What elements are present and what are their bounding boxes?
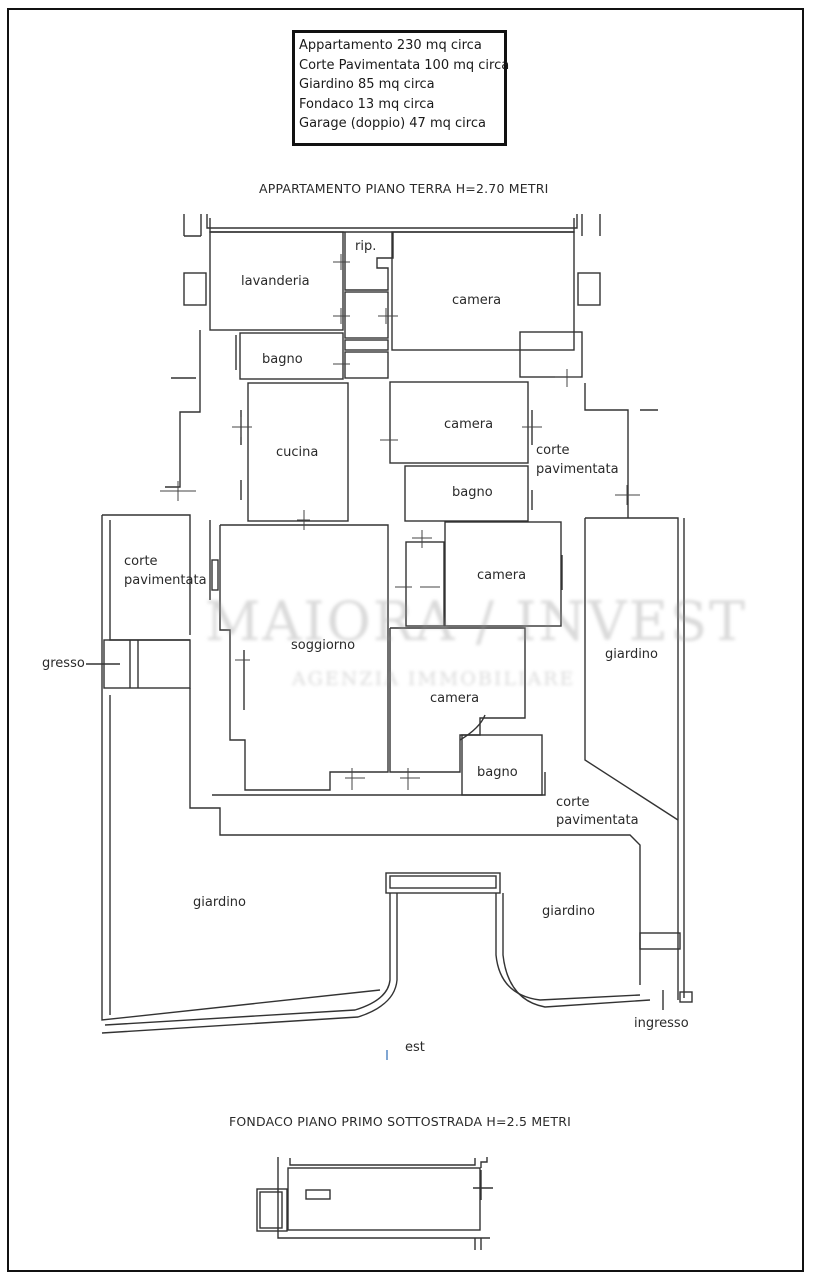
room-label-ripostiglio: rip. — [355, 239, 377, 254]
legend-item-giardino: Giardino 85 mq circa — [299, 77, 435, 92]
room-label-corte-left-2: pavimentata — [124, 573, 207, 588]
area-legend-box: Appartamento 230 mq circa Corte Paviment… — [292, 30, 510, 146]
label-orientation-est: est — [405, 1040, 425, 1055]
page-border — [7, 8, 804, 1272]
room-label-corte-bottom: corte — [556, 795, 590, 810]
room-label-cucina: cucina — [276, 445, 319, 460]
room-label-giardino-center: giardino — [542, 904, 596, 919]
room-label-corte-right-2: pavimentata — [536, 462, 619, 477]
room-label-giardino-right: giardino — [605, 647, 659, 662]
label-ingresso-left: gresso — [42, 656, 85, 671]
room-label-corte-left: corte — [124, 554, 158, 569]
room-label-camera-1: camera — [452, 293, 502, 308]
room-label-camera-3: camera — [477, 568, 527, 583]
room-label-bagno-1: bagno — [262, 352, 303, 367]
legend-item-corte: Corte Pavimentata 100 mq circa — [299, 57, 510, 73]
legend-item-fondaco: Fondaco 13 mq circa — [299, 96, 435, 112]
room-label-bagno-2: bagno — [452, 485, 493, 500]
room-label-lavanderia: lavanderia — [241, 274, 310, 289]
room-label-corte-right: corte — [536, 443, 570, 458]
watermark-subtitle: AGENZIA IMMOBILIARE — [292, 668, 576, 690]
room-label-soggiorno: soggiorno — [291, 638, 356, 653]
ground-floor-title: APPARTAMENTO PIANO TERRA H=2.70 METRI — [259, 181, 549, 196]
basement-title: FONDACO PIANO PRIMO SOTTOSTRADA H=2.5 ME… — [229, 1114, 572, 1129]
room-label-bagno-3: bagno — [477, 765, 518, 780]
room-label-camera-4: camera — [430, 691, 480, 706]
watermark-brand: MAIORA / INVEST — [205, 590, 748, 653]
label-ingresso-right: ingresso — [634, 1016, 689, 1031]
room-label-giardino-left: giardino — [193, 895, 247, 910]
legend-item-appartamento: Appartamento 230 mq circa — [299, 38, 482, 53]
room-label-corte-bottom-2: pavimentata — [556, 813, 639, 828]
legend-item-garage: Garage (doppio) 47 mq circa — [299, 116, 486, 131]
room-label-camera-2: camera — [444, 417, 494, 432]
